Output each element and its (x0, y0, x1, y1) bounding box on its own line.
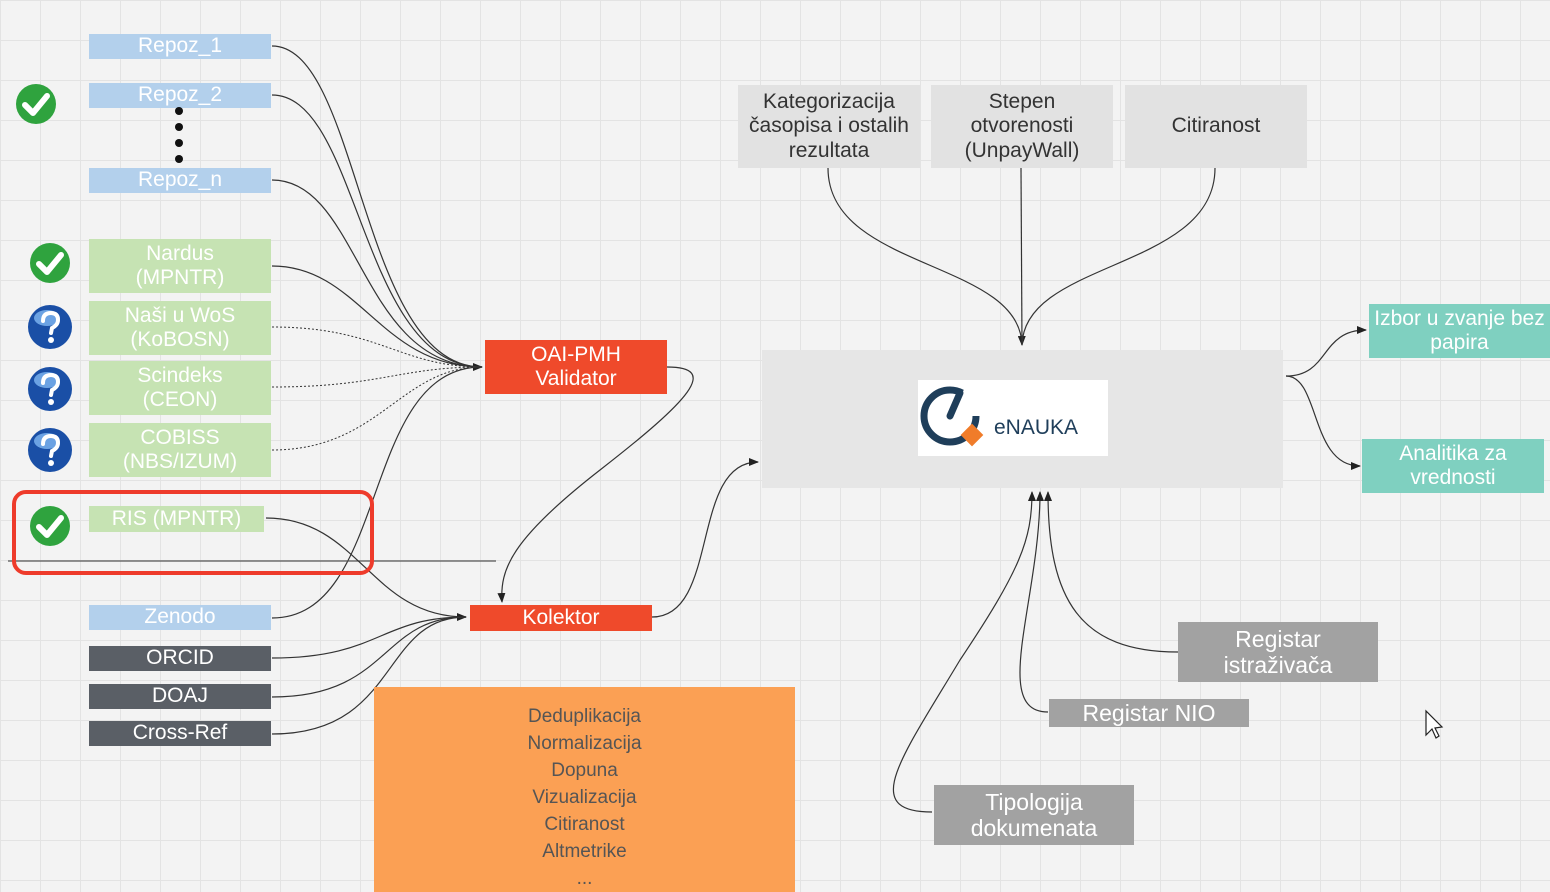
edge-repoz2-validator (271, 94, 483, 368)
check-circle-icon (30, 243, 70, 283)
source-scindeks: Scindeks (CEON) (89, 361, 271, 415)
processing-item: Dopuna (551, 760, 618, 781)
ellipsis-dot (175, 107, 183, 115)
registry-nio: Registar NIO (1049, 699, 1249, 727)
edge-citiranost-hub (1021, 167, 1216, 346)
edge-doaj-collector (271, 616, 467, 698)
source-ris: RIS (MPNTR) (89, 506, 264, 532)
edge-kategorizacija-hub (827, 167, 1026, 346)
input-kategorizacija: Kategorizacija časopisa i ostalih rezult… (738, 85, 920, 168)
edge-scindeks-validator (271, 366, 483, 388)
processing-item: Citiranost (544, 814, 625, 835)
ellipsis-dot (175, 155, 183, 163)
source-repoz-2: Repoz_2 (89, 83, 271, 108)
source-nasi-u-wos: Naši u WoS (KoBOSN) (89, 301, 271, 355)
processing-steps-box: Deduplikacija Normalizacija Dopuna Vizua… (374, 687, 795, 892)
processing-item: Vizualizacija (532, 787, 637, 808)
source-orcid: ORCID (89, 646, 271, 671)
help-question-icon (28, 428, 72, 472)
processing-item: Deduplikacija (527, 706, 641, 727)
mouse-cursor-icon (1425, 709, 1444, 739)
edge-repoz1-validator (271, 45, 483, 371)
help-question-icon (28, 367, 72, 411)
source-zenodo: Zenodo (89, 605, 271, 630)
registry-istrazivaca: Registar istraživača (1178, 622, 1378, 682)
input-citiranost: Citiranost (1125, 85, 1307, 168)
source-cobiss: COBISS (NBS/IZUM) (89, 423, 271, 477)
ellipsis-dot (175, 123, 183, 131)
edge-registar-istr-hub (1044, 491, 1179, 653)
ellipsis-dot (175, 139, 183, 147)
edge-repozn-validator (271, 179, 483, 368)
processing-item: ... (576, 868, 593, 889)
edge-wos-validator (271, 326, 483, 368)
edge-stepen-hub (1020, 167, 1023, 346)
source-nardus: Nardus (MPNTR) (89, 239, 271, 293)
edge-tipologija-hub (892, 491, 1036, 813)
edge-crossref-collector (271, 616, 467, 735)
processing-item: Normalizacija (527, 733, 642, 754)
edge-hub-analitika (1285, 375, 1361, 470)
check-circle-icon (16, 84, 56, 124)
registry-tipologija: Tipologija dokumenata (934, 785, 1134, 845)
source-repoz-1: Repoz_1 (89, 34, 271, 59)
edge-zenodo-validator (271, 366, 483, 619)
check-circle-icon (30, 506, 70, 546)
edge-registar-nio-hub (1019, 491, 1049, 713)
processing-item: Altmetrike (542, 841, 627, 862)
edge-cobiss-validator (271, 366, 483, 451)
help-question-icon (28, 305, 72, 349)
enauka-logo-text: eNAUKA (994, 416, 1079, 439)
edge-hub-izbor (1285, 326, 1367, 377)
output-analitika: Analitika za vrednosti (1362, 439, 1544, 493)
kolektor: Kolektor (470, 605, 652, 631)
source-cross-ref: Cross-Ref (89, 721, 271, 746)
enauka-logo-icon (920, 386, 984, 447)
output-izbor-u-zvanje: Izbor u zvanje bez papira (1369, 304, 1550, 358)
edge-collector-hub (651, 458, 759, 618)
edge-validator-collector (497, 366, 694, 603)
oai-pmh-validator: OAI-PMH Validator (485, 340, 667, 394)
highlight-frame (12, 490, 374, 575)
edge-nardus-validator (271, 265, 483, 368)
source-doaj: DOAJ (89, 684, 271, 709)
source-repoz-n: Repoz_n (89, 168, 271, 193)
input-stepen-otvorenosti: Stepen otvorenosti (UnpayWall) (931, 85, 1113, 168)
edge-orcid-collector (271, 616, 467, 659)
